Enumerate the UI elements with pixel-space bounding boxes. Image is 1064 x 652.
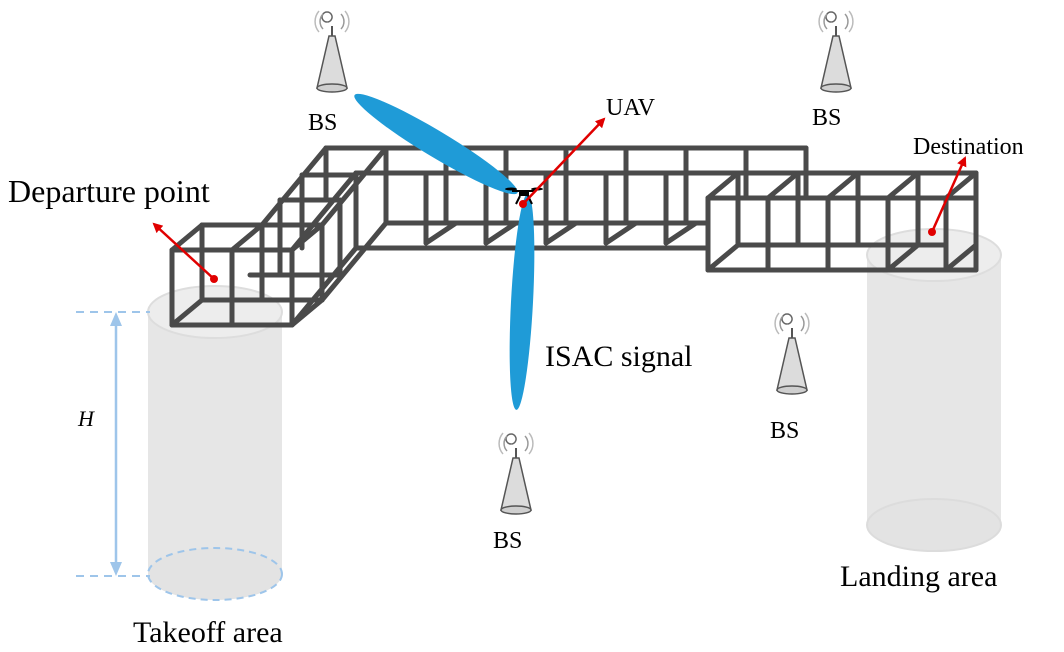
- isac-beam-lower: [509, 194, 535, 410]
- uav-label: UAV: [606, 95, 656, 121]
- base-station-2: [818, 10, 854, 93]
- isac-beams: [354, 93, 535, 410]
- antenna-tower-icon: [818, 10, 854, 93]
- takeoff-area-label: Takeoff area: [133, 616, 283, 649]
- bs-label-4: BS: [493, 528, 522, 554]
- base-station-3: [774, 312, 810, 395]
- bs-label-3: BS: [770, 418, 799, 444]
- antenna-tower-icon: [314, 10, 350, 93]
- height-label: H: [77, 406, 95, 431]
- landing-area-label: Landing area: [840, 560, 997, 593]
- bs-label-2: BS: [812, 105, 841, 131]
- height-dimension: H: [76, 311, 150, 577]
- antenna-tower-icon: [774, 312, 810, 395]
- base-station-1: [314, 10, 350, 93]
- departure-label: Departure point: [8, 173, 210, 209]
- landing-cylinder: [866, 228, 1002, 552]
- bs-label-1: BS: [308, 110, 337, 136]
- isac-signal-label: ISAC signal: [545, 340, 693, 373]
- base-station-4: [498, 432, 534, 515]
- destination-label: Destination: [913, 134, 1024, 160]
- pointers: [152, 117, 967, 283]
- antenna-tower-icon: [498, 432, 534, 515]
- isac-beam-upper: [354, 93, 518, 195]
- takeoff-cylinder: [147, 285, 283, 601]
- flight-corridor: [169, 145, 979, 328]
